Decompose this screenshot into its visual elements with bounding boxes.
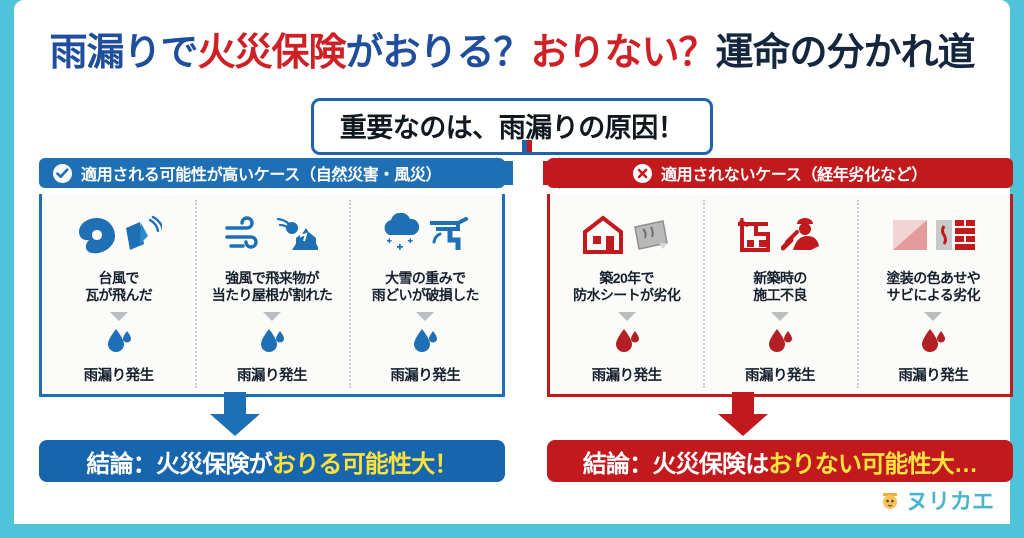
title-part-2: 火災保険 [197, 32, 346, 74]
case-result-text: 雨漏り発生 [390, 367, 461, 384]
house-icon [583, 215, 624, 254]
case-result-text: 雨漏り発生 [236, 367, 308, 384]
faded-paint-icon [892, 220, 927, 250]
case-result-text: 雨漏り発生 [744, 367, 816, 384]
panel-covered-cases: 適用される可能性が高いケース（自然災害・風災） [39, 157, 513, 397]
brand-logo[interactable]: ヌリカエ [879, 484, 994, 516]
case-card: 強風で飛来物が 当たり屋根が割れた 雨漏り発生 [195, 194, 348, 394]
panel-body-covered: 台風で 瓦が飛んだ 雨漏り発生 [39, 194, 505, 397]
title-part-5: おりない？ [530, 32, 717, 74]
water-drop-icon [259, 326, 285, 359]
title-part-4: おりる？ [382, 32, 532, 74]
infographic-frame: 雨漏りで火災保険がおりる？おりない？運命の分かれ道 重要なのは、雨漏りの原因！ … [14, 0, 1013, 524]
case-cause-text: 強風で飛来物が 当たり屋根が割れた [211, 270, 333, 304]
panel-body-not-covered: 築20年で 防水シートが劣化 雨漏り発生 [547, 194, 1013, 397]
wind-icon [225, 216, 259, 249]
case-cause-text: 台風で 瓦が飛んだ [85, 270, 153, 304]
case-icons [734, 208, 825, 262]
conclusion-covered-highlight: おりる可能性大！ [272, 450, 458, 478]
case-cause-text: 大雪の重みで 雨どいが破損した [371, 270, 480, 304]
subtitle-container: 重要なのは、雨漏りの原因！ [14, 98, 1010, 155]
left-branch-arrow-icon [483, 157, 513, 189]
case-cause-text: 塗装の色あせや サビによる劣化 [886, 270, 981, 304]
arrow-down-small [109, 311, 128, 321]
panel-header-not-covered-label: 適用されないケース（経年劣化など） [660, 167, 928, 184]
infographic-canvas: 雨漏りで火災保険がおりる？おりない？運命の分かれ道 重要なのは、雨漏りの原因！ … [14, 0, 1013, 524]
conclusion-covered-prefix: 結論：火災保険が [86, 450, 272, 478]
conclusion-not-covered-prefix: 結論：火災保険は [582, 450, 769, 478]
water-drop-icon [767, 326, 793, 359]
case-icons [75, 208, 163, 262]
arrow-down-small [924, 311, 943, 321]
water-drop-icon [412, 326, 438, 359]
panel-header-not-covered: 適用されないケース（経年劣化など） [543, 157, 1013, 189]
case-card: 大雪の重みで 雨どいが破損した 雨漏り発生 [348, 194, 502, 394]
case-cause-text: 新築時の 施工不良 [753, 270, 807, 304]
snow-cloud-icon [384, 213, 419, 250]
down-arrow-right-icon [715, 392, 771, 436]
right-branch-arrow-icon [543, 157, 573, 189]
case-card: 築20年で 防水シートが劣化 雨漏り発生 [550, 194, 703, 394]
branch-arrows [492, 140, 562, 176]
flying-roof-tile-icon [126, 215, 163, 250]
arrow-down-small [617, 311, 636, 321]
worker-icon [781, 218, 820, 251]
typhoon-icon [79, 218, 116, 254]
case-icons [379, 208, 472, 262]
arrow-down-small [416, 311, 435, 321]
case-result-text: 雨漏り発生 [83, 367, 155, 384]
degraded-sheet-icon [634, 220, 669, 250]
case-card: 新築時の 施工不良 雨漏り発生 [703, 194, 856, 394]
water-drop-icon [614, 326, 640, 359]
case-icons [889, 208, 978, 262]
case-icons [225, 208, 319, 262]
case-card: 塗装の色あせや サビによる劣化 雨漏り発生 [856, 194, 1010, 394]
nurikae-mascot-icon [879, 488, 901, 512]
down-arrow-left-icon [207, 392, 263, 436]
title-part-3: が [345, 32, 383, 74]
crane-icon [738, 218, 771, 252]
rusted-wall-icon [935, 220, 975, 250]
conclusion-not-covered-highlight: おりない可能性大… [768, 450, 978, 478]
case-result-text: 雨漏り発生 [591, 367, 663, 384]
water-drop-icon [920, 326, 946, 359]
case-cause-text: 築20年で 防水シートが劣化 [573, 270, 681, 304]
debris-hitting-roof-icon [277, 217, 319, 250]
subtitle-box: 重要なのは、雨漏りの原因！ [310, 98, 714, 155]
cross-icon [632, 163, 652, 183]
branch-arrow-svg [522, 140, 532, 152]
panel-not-covered-cases: 適用されないケース（経年劣化など） [543, 157, 1013, 397]
brand-logo-text: ヌリカエ [905, 489, 994, 514]
panel-header-covered-label: 適用される可能性が高いケース（自然災害・風災） [81, 167, 442, 184]
broken-gutter-icon [429, 217, 468, 250]
page-title: 雨漏りで火災保険がおりる？おりない？運命の分かれ道 [14, 34, 1010, 72]
case-icons [582, 208, 671, 262]
check-icon [53, 163, 72, 183]
case-result-text: 雨漏り発生 [898, 367, 969, 384]
arrow-down-small [262, 311, 281, 321]
panel-header-covered: 適用される可能性が高いケース（自然災害・風災） [39, 157, 513, 189]
conclusion-covered: 結論：火災保険がおりる可能性大！ [39, 440, 505, 482]
title-part-1: 雨漏りで [49, 32, 198, 74]
case-card: 台風で 瓦が飛んだ 雨漏り発生 [42, 194, 195, 394]
conclusion-not-covered: 結論：火災保険はおりない可能性大… [547, 440, 1013, 482]
title-part-6: 運命の分かれ道 [715, 32, 976, 74]
water-drop-icon [106, 326, 132, 359]
arrow-down-small [770, 311, 789, 321]
